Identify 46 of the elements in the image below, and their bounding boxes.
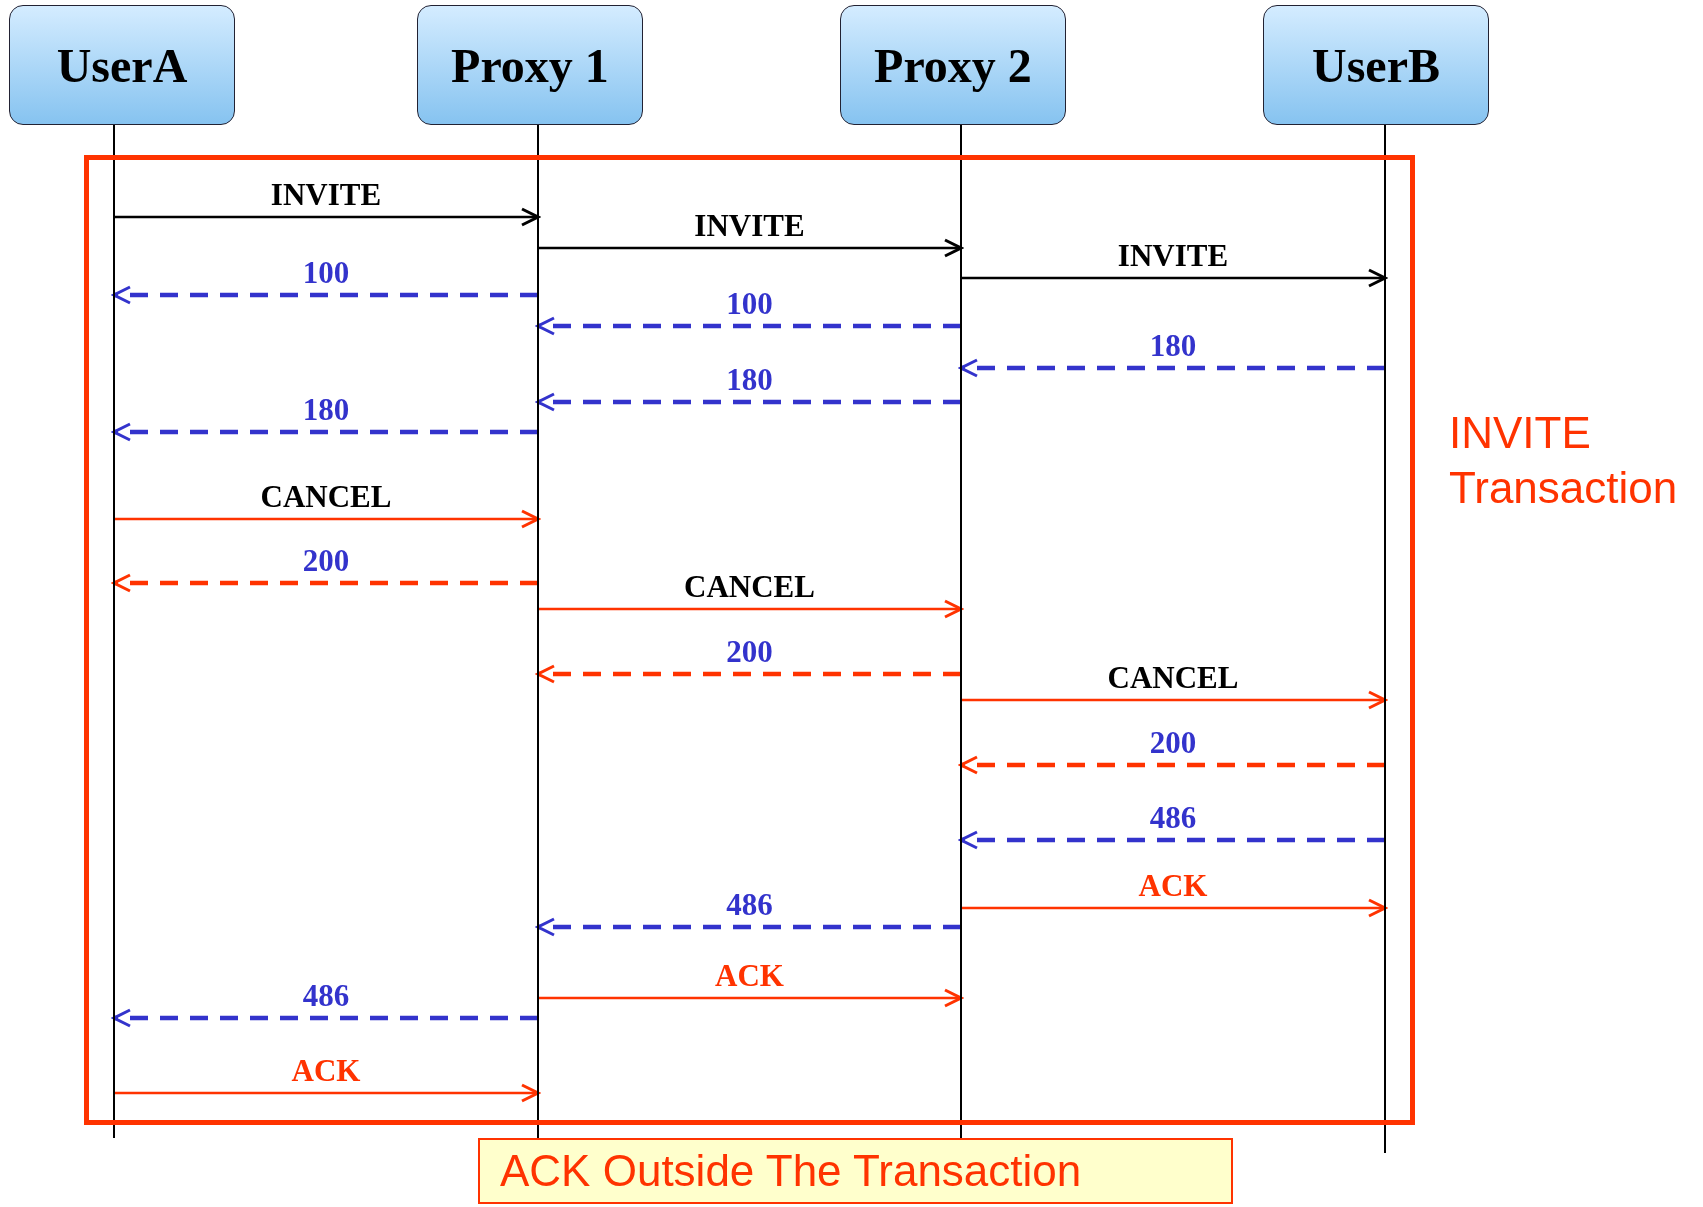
participant-box: UserA [9,5,235,125]
dashed-arrow [959,830,1385,850]
edge-label: INVITE [270,179,382,210]
dashed-arrow [112,573,538,593]
dashed-arrow [112,1008,538,1028]
edge-label: 200 [1149,727,1197,758]
dashed-arrow [536,392,961,412]
arrow [538,238,963,258]
arrow [538,988,963,1008]
edge-label: 100 [726,288,773,319]
arrow [114,509,540,529]
edge-label: 486 [1149,802,1197,833]
dashed-arrow [112,422,538,442]
edge-label: INVITE [1117,240,1229,271]
dashed-arrow [112,285,538,305]
note-box: ACK Outside The Transaction [478,1138,1233,1204]
arrow [538,599,963,619]
dashed-arrow [536,917,961,937]
dashed-arrow [959,358,1385,378]
edge-label: 200 [302,545,350,576]
dashed-arrow [536,664,961,684]
arrow [114,1083,540,1103]
edge-label: 200 [726,636,773,667]
participant-box: Proxy 2 [840,5,1066,125]
edge-label: 180 [302,394,350,425]
edge-label: 100 [302,257,350,288]
dashed-arrow [536,316,961,336]
edge-label: CANCEL [260,481,392,512]
arrow [961,268,1387,288]
edge-label: ACK [291,1055,361,1086]
edge-label: 486 [302,980,350,1011]
edge-label: ACK [715,960,784,991]
arrow [961,898,1387,918]
frame-label: INVITE Transaction [1449,407,1679,514]
edge-label: 180 [1149,330,1197,361]
dashed-arrow [959,755,1385,775]
edge-label: 180 [726,364,773,395]
arrow [961,690,1387,710]
edge-label: CANCEL [1107,662,1239,693]
edge-label: CANCEL [684,571,815,602]
participant-box: UserB [1263,5,1489,125]
participant-box: Proxy 1 [417,5,643,125]
arrow [114,207,540,227]
edge-label: ACK [1138,870,1208,901]
edge-label: 486 [726,889,773,920]
edge-label: INVITE [694,210,805,241]
